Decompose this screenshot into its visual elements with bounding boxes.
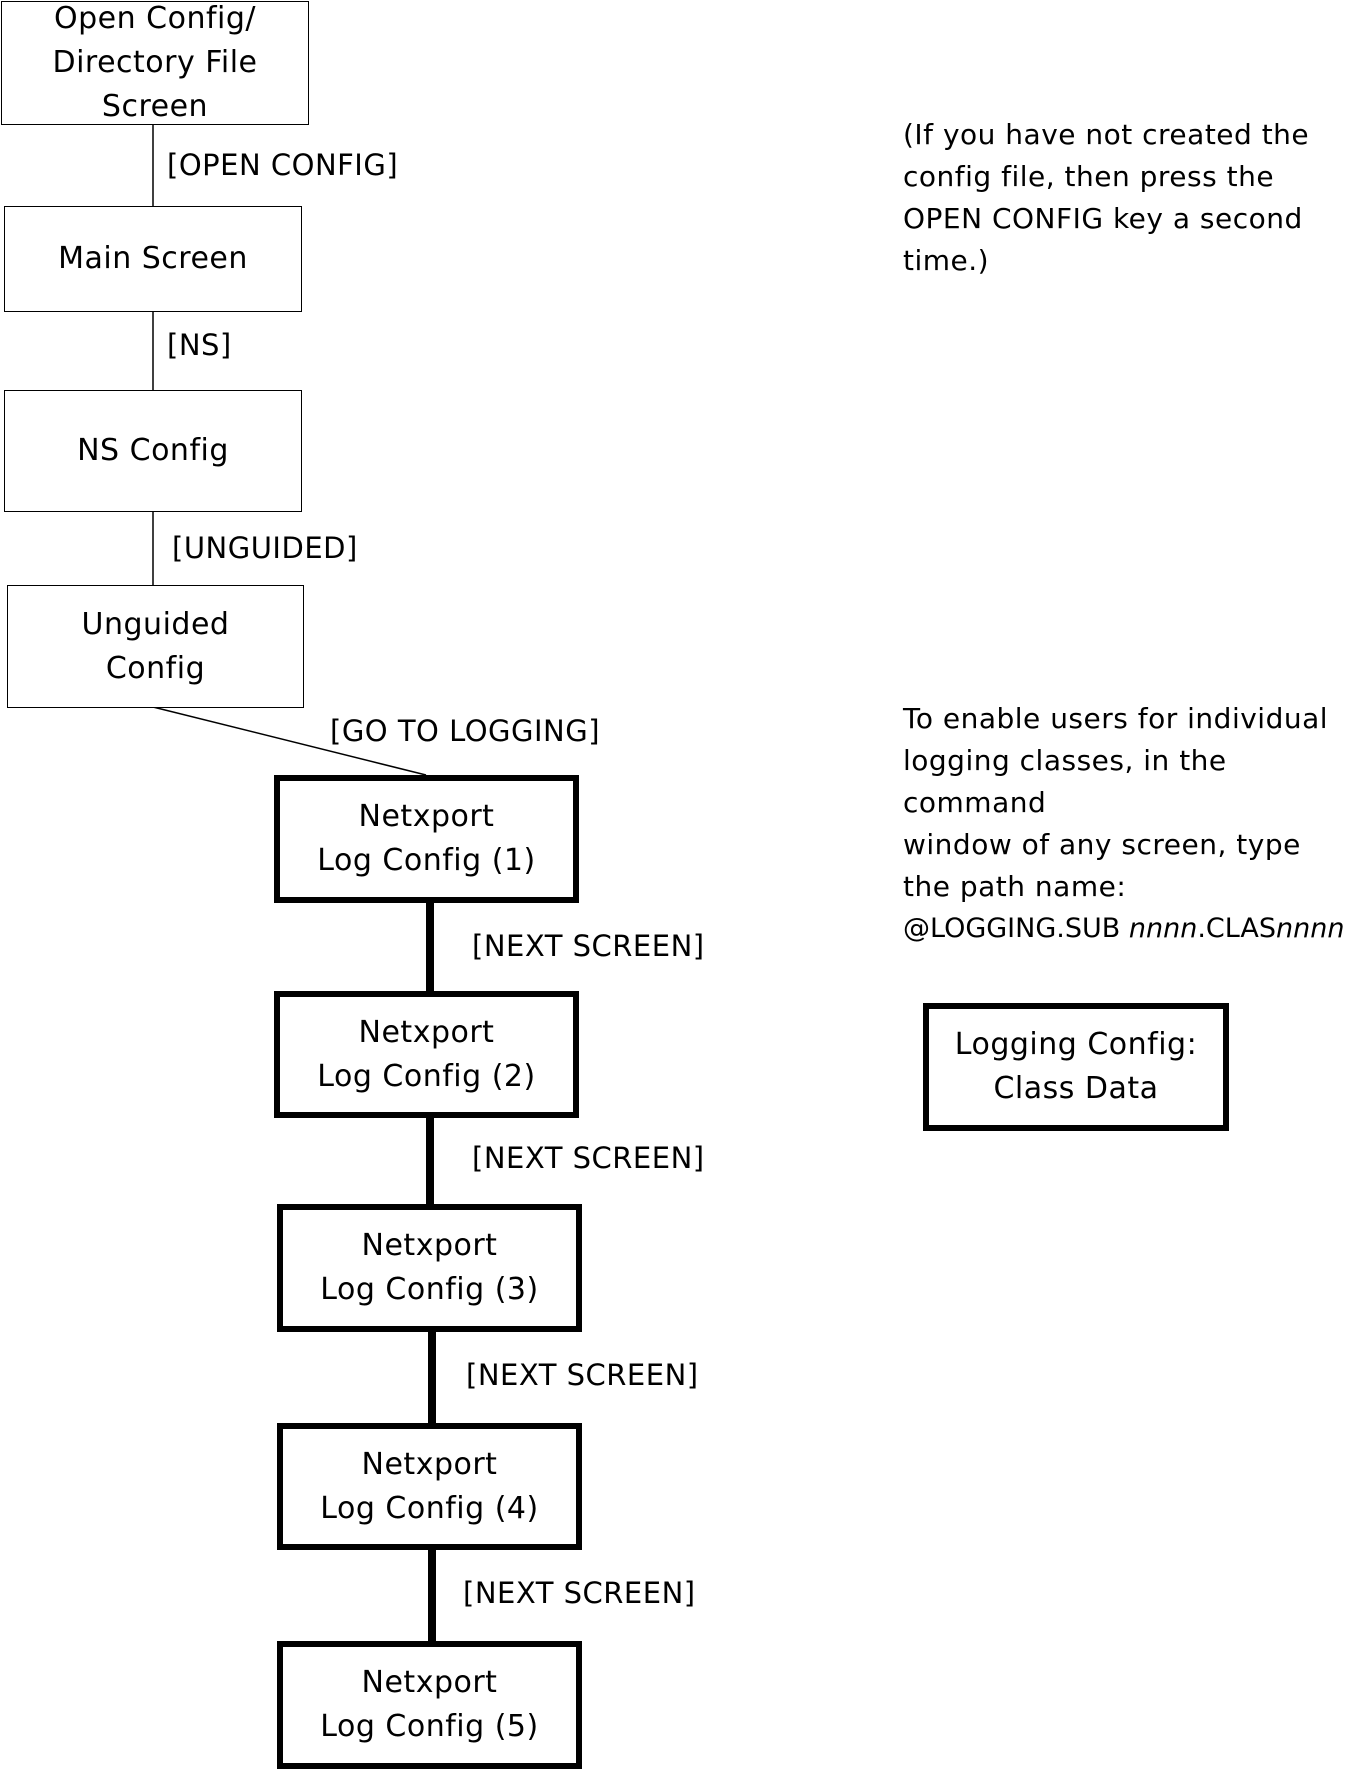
open-config-note: (If you have not created the config file… (903, 114, 1309, 282)
log-config-2-box: Netxport Log Config (2) (274, 991, 579, 1118)
path-var-2: nnnn (1276, 913, 1345, 944)
unguided-config-line1: Unguided (81, 606, 230, 642)
open-config-note-line: OPEN CONFIG key a second (903, 202, 1303, 235)
edge-go-to-logging-line (152, 706, 427, 776)
path-var-1: nnnn (1128, 913, 1198, 944)
log-config-1-line1: Netxport (358, 799, 495, 834)
open-config-line1: Open Config/ (53, 1, 257, 36)
log-config-3-line1: Netxport (361, 1228, 498, 1263)
class-data-line1: Logging Config: (954, 1027, 1198, 1062)
edge-label-next-4: [NEXT SCREEN] (463, 1576, 696, 1610)
unguided-config-box: Unguided Config (7, 585, 304, 708)
logging-note-line: the path name: (903, 870, 1127, 903)
edge-label-ns: [NS] (167, 328, 232, 362)
log-config-3-line2: Log Config (3) (320, 1272, 539, 1307)
path-mid: .CLAS (1197, 913, 1277, 944)
class-data-box: Logging Config: Class Data (923, 1003, 1229, 1131)
log-config-1-box: Netxport Log Config (1) (274, 775, 579, 903)
log-config-5-box: Netxport Log Config (5) (277, 1641, 582, 1769)
ns-config-box: NS Config (4, 390, 302, 512)
log-config-4-box: Netxport Log Config (4) (277, 1423, 582, 1550)
logging-path-name: @LOGGING.SUB nnnn.CLASnnnn (903, 908, 1352, 950)
open-config-box: Open Config/ Directory File Screen (1, 1, 309, 125)
ns-config-line1: NS Config (77, 433, 229, 468)
log-config-1-line2: Log Config (1) (317, 843, 536, 878)
open-config-line2: Directory File Screen (52, 45, 258, 124)
log-config-5-line2: Log Config (5) (320, 1709, 539, 1744)
logging-note-line: To enable users for individual (903, 702, 1329, 735)
path-prefix: @LOGGING.SUB (903, 913, 1129, 944)
log-config-4-line2: Log Config (4) (320, 1490, 539, 1526)
logging-note-line: window of any screen, type (903, 828, 1301, 861)
log-config-3-box: Netxport Log Config (3) (277, 1204, 582, 1332)
class-data-line2: Class Data (993, 1071, 1159, 1106)
log-config-2-line2: Log Config (2) (317, 1058, 536, 1094)
open-config-note-line: config file, then press the (903, 160, 1275, 193)
unguided-config-line2: Config (105, 650, 206, 686)
edge-label-unguided: [UNGUIDED] (172, 531, 358, 565)
edge-label-next-2: [NEXT SCREEN] (472, 1141, 705, 1175)
edge-label-next-3: [NEXT SCREEN] (466, 1358, 699, 1392)
logging-note: To enable users for individual logging c… (903, 698, 1352, 950)
edge-label-open-config: [OPEN CONFIG] (167, 148, 399, 182)
log-config-2-line1: Netxport (358, 1014, 495, 1050)
log-config-5-line1: Netxport (361, 1665, 498, 1700)
open-config-note-line: time.) (903, 244, 990, 277)
main-screen-line1: Main Screen (58, 241, 248, 276)
logging-note-line: logging classes, in the command (903, 744, 1227, 819)
main-screen-box: Main Screen (4, 206, 302, 312)
open-config-note-line: (If you have not created the (903, 118, 1310, 151)
edge-label-next-1: [NEXT SCREEN] (472, 929, 705, 963)
edge-label-go-to-logging: [GO TO LOGGING] (330, 714, 601, 748)
log-config-4-line1: Netxport (361, 1446, 498, 1482)
